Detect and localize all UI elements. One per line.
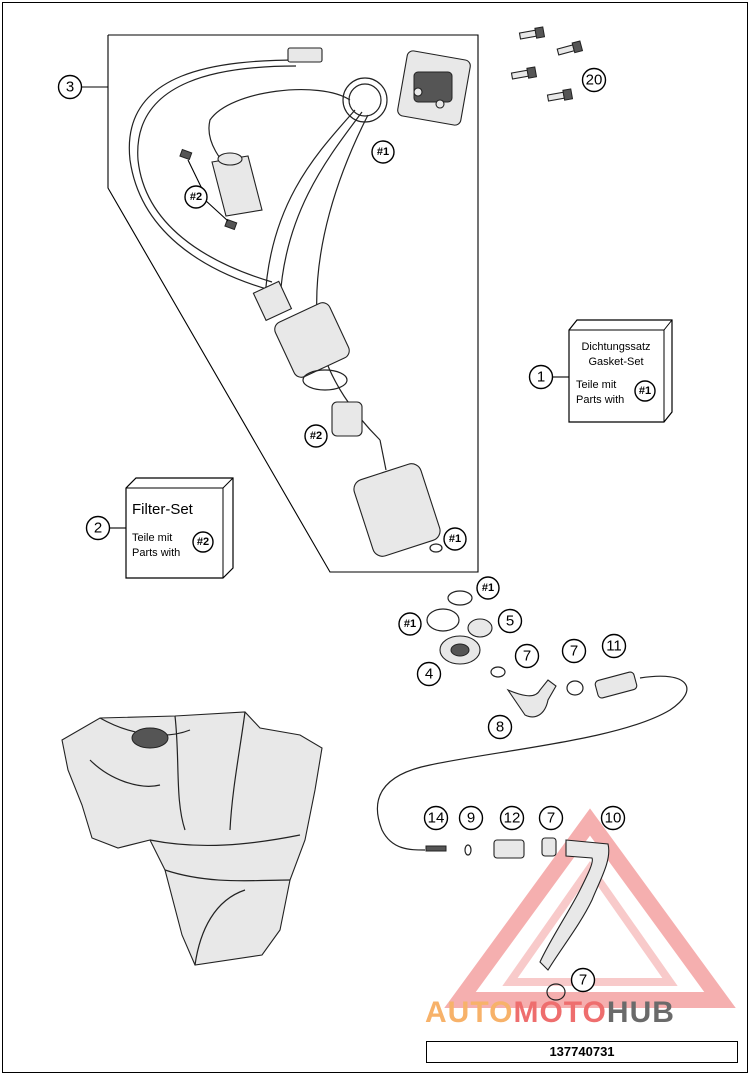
fuel-filter <box>211 155 263 217</box>
svg-text:7: 7 <box>579 972 587 989</box>
callout-7d: 7 <box>570 967 596 993</box>
svg-text:12: 12 <box>504 810 521 827</box>
svg-text:5: 5 <box>506 613 514 630</box>
watermark-part-moto: MOTO <box>513 996 607 1029</box>
callout-7b: 7 <box>561 638 587 664</box>
ref-2-filter-box: #2 <box>192 531 214 553</box>
assembly-3-outline <box>107 34 479 573</box>
svg-text:14: 14 <box>428 810 445 827</box>
callout-4: 4 <box>416 661 442 687</box>
svg-text:8: 8 <box>496 719 504 736</box>
callout-1: 1 <box>528 364 554 390</box>
svg-text:7: 7 <box>570 643 578 660</box>
bolts-20 <box>510 26 584 102</box>
svg-text:#1: #1 <box>449 533 461 545</box>
svg-text:#1: #1 <box>482 582 494 594</box>
callout-10: 10 <box>600 805 626 831</box>
fuel-tank <box>61 711 323 966</box>
hose-10 <box>539 839 610 971</box>
svg-text:2: 2 <box>94 520 102 537</box>
ref-1-pump-ring: #1 <box>371 140 395 164</box>
svg-text:9: 9 <box>467 810 475 827</box>
watermark-logo: AUTOMOTOHUB <box>425 996 675 1030</box>
fitting-5 <box>467 618 493 638</box>
callout-7a: 7 <box>514 643 540 669</box>
clamp-7d <box>546 983 566 1001</box>
svg-text:#1: #1 <box>639 385 651 397</box>
fitting-parts <box>376 590 688 1001</box>
callout-9: 9 <box>458 805 484 831</box>
svg-text:20: 20 <box>586 72 603 89</box>
svg-text:#2: #2 <box>190 191 202 203</box>
gasket-box-line4: Parts with <box>576 394 624 406</box>
filter-box-line1: Teile mit <box>132 532 172 544</box>
svg-text:3: 3 <box>66 79 74 96</box>
svg-text:7: 7 <box>547 810 555 827</box>
callout-7c: 7 <box>538 805 564 831</box>
filter-set-box <box>110 477 234 579</box>
o-ring-large <box>426 608 460 632</box>
filter-box-line2: Parts with <box>132 547 180 559</box>
watermark-part-auto: AUTO <box>425 996 514 1029</box>
gasket-box-line2: Gasket-Set <box>588 356 643 368</box>
callout-8: 8 <box>487 714 513 740</box>
strainer-ring <box>331 401 363 437</box>
quick-coupling-11 <box>594 671 638 699</box>
svg-text:#1: #1 <box>377 146 389 158</box>
callout-20: 20 <box>581 67 607 93</box>
ref-1-small-oring: #1 <box>476 576 500 600</box>
gasket-box-line1: Dichtungssatz <box>581 341 650 353</box>
svg-text:11: 11 <box>606 638 622 655</box>
fuel-pump-ring <box>342 77 388 123</box>
pump-body <box>274 302 350 378</box>
pin-14 <box>425 845 447 852</box>
svg-text:4: 4 <box>425 666 433 683</box>
diagram-part-number: 137740731 <box>426 1041 738 1063</box>
ref-1-motor: #1 <box>443 527 467 551</box>
svg-text:1: 1 <box>537 369 545 386</box>
svg-text:#2: #2 <box>197 536 209 548</box>
callout-3: 3 <box>57 74 83 100</box>
hose-elbow-8 <box>506 679 557 718</box>
fitting-12 <box>493 839 525 859</box>
svg-text:#2: #2 <box>310 430 322 442</box>
ref-1-large-oring: #1 <box>398 612 422 636</box>
ref-2-filter: #2 <box>184 185 208 209</box>
o-ring-9 <box>464 844 472 856</box>
callout-11: 11 <box>601 633 627 659</box>
gasket-box-line3: Teile mit <box>576 379 616 391</box>
watermark-part-hub: HUB <box>606 996 675 1029</box>
connector-plug <box>287 47 323 63</box>
gasket-set-box <box>553 319 673 423</box>
svg-text:#1: #1 <box>404 618 416 630</box>
o-ring-small <box>447 590 473 606</box>
svg-text:7: 7 <box>523 648 531 665</box>
callout-5: 5 <box>497 608 523 634</box>
callout-2: 2 <box>85 515 111 541</box>
clamp-7b <box>566 680 584 696</box>
clamp-7a <box>490 666 506 678</box>
pump-motor <box>353 463 441 557</box>
ref-1-gasket-box: #1 <box>634 380 656 402</box>
filter-box-title: Filter-Set <box>132 501 194 518</box>
svg-text:10: 10 <box>605 810 622 827</box>
callout-12: 12 <box>499 805 525 831</box>
callout-14: 14 <box>423 805 449 831</box>
ref-2-strainer: #2 <box>304 424 328 448</box>
fuel-pump-assembly <box>128 47 471 557</box>
clamp-7c <box>541 837 557 857</box>
